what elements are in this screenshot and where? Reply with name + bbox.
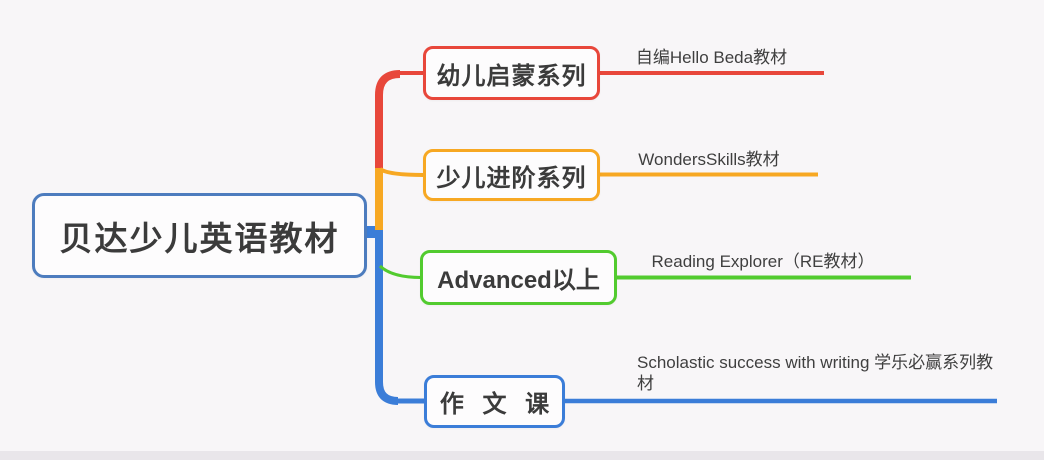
branch-connector-orange — [378, 167, 425, 177]
child-topic-label: WondersSkills教材 — [638, 150, 780, 169]
child-topic-preschool-material[interactable]: 自编Hello Beda教材 — [598, 47, 825, 68]
branch-connector-green — [378, 264, 422, 279]
branch-node-preschool-series[interactable]: 幼儿启蒙系列 — [423, 46, 600, 100]
branch-node-label: 作 文 课 — [439, 391, 556, 418]
branch-node-writing-class[interactable]: 作 文 课 — [424, 375, 565, 428]
child-topic-label: Scholastic success with writing 学乐必赢系列教材 — [637, 353, 994, 393]
child-topic-label: Reading Explorer（RE教材） — [651, 252, 875, 271]
branch-node-kids-advancing-series[interactable]: 少儿进阶系列 — [423, 149, 600, 201]
bottom-edge-strip — [0, 451, 1044, 460]
child-topic-scholastic-writing[interactable]: Scholastic success with writing 学乐必赢系列教材 — [637, 352, 995, 394]
branch-node-label: Advanced以上 — [437, 267, 600, 294]
trunk-red — [375, 70, 401, 172]
root-node-label: 贝达少儿英语教材 — [59, 219, 340, 257]
branch-node-label: 幼儿启蒙系列 — [436, 62, 587, 90]
branch-node-advanced-plus[interactable]: Advanced以上 — [420, 250, 617, 305]
child-topic-label: 自编Hello Beda教材 — [635, 48, 788, 67]
child-topic-reading-explorer[interactable]: Reading Explorer（RE教材） — [614, 251, 912, 272]
child-topic-wonders-skills[interactable]: WondersSkills教材 — [600, 149, 818, 170]
trunk-blue — [375, 230, 399, 405]
root-node[interactable]: 贝达少儿英语教材 — [32, 193, 367, 278]
branch-node-label: 少儿进阶系列 — [436, 164, 587, 192]
